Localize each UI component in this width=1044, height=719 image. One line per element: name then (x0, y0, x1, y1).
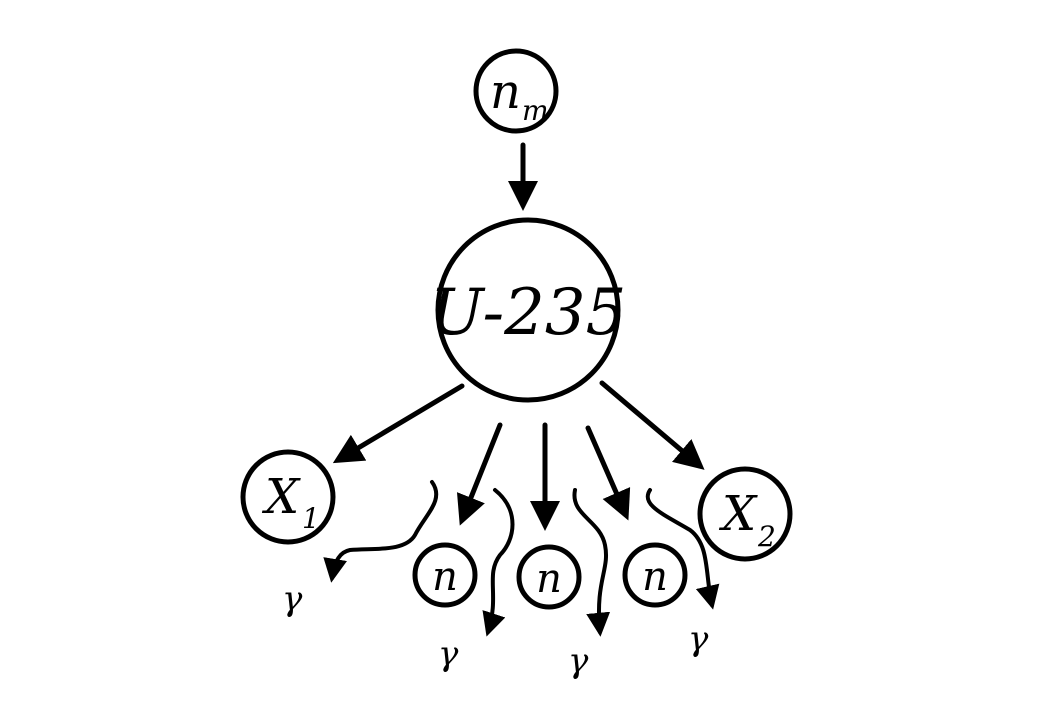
thermal-neutron-label: n (490, 64, 521, 120)
fragment-2-subscript: 2 (757, 520, 776, 553)
fragment-2-arrow (599, 380, 705, 470)
gamma-ray-arrow-2 (482, 488, 515, 637)
gamma-ray-arrow-1 (323, 480, 439, 583)
fragment-1-subscript: 1 (302, 502, 320, 535)
gamma-ray-arrow-4 (645, 488, 720, 610)
uranium-nucleus-circle (435, 217, 621, 403)
neutron-arrow-3 (585, 425, 631, 521)
thermal-neutron-subscript: т (522, 94, 549, 127)
fragment-2-label: X (718, 486, 758, 542)
emitted-neutron-label: n (642, 554, 668, 600)
emitted-neutron-label: n (536, 556, 562, 602)
emitted-neutron-3: n (622, 542, 688, 608)
gamma-label-2: γ (438, 634, 459, 674)
emitted-neutron-2: n (516, 544, 582, 610)
gamma-ray-arrow-3 (572, 488, 611, 637)
emitted-neutron-circle (412, 542, 478, 608)
uranium-nucleus-label: U-235 (430, 276, 627, 350)
gamma-label-3: γ (568, 641, 589, 681)
uranium-nucleus-node: U-235 (430, 217, 627, 403)
thermal-neutron-node: n т (473, 48, 559, 134)
fragment-1-circle (240, 449, 336, 545)
emitted-neutron-1: n (412, 542, 478, 608)
emitted-neutron-circle (516, 544, 582, 610)
emitted-neutron-label: n (432, 554, 458, 600)
fragment-1-arrow (332, 383, 465, 464)
emitted-neutron-circle (622, 542, 688, 608)
fragment-2-circle (697, 466, 793, 562)
thermal-neutron-circle (473, 48, 559, 134)
gamma-label-4: γ (688, 619, 709, 659)
fragment-1-node: X 1 (240, 449, 336, 545)
fragment-1-label: X (261, 469, 301, 525)
gamma-label-1: γ (282, 579, 303, 619)
neutron-arrow-1 (456, 422, 503, 526)
fragment-2-node: X 2 (697, 466, 793, 562)
